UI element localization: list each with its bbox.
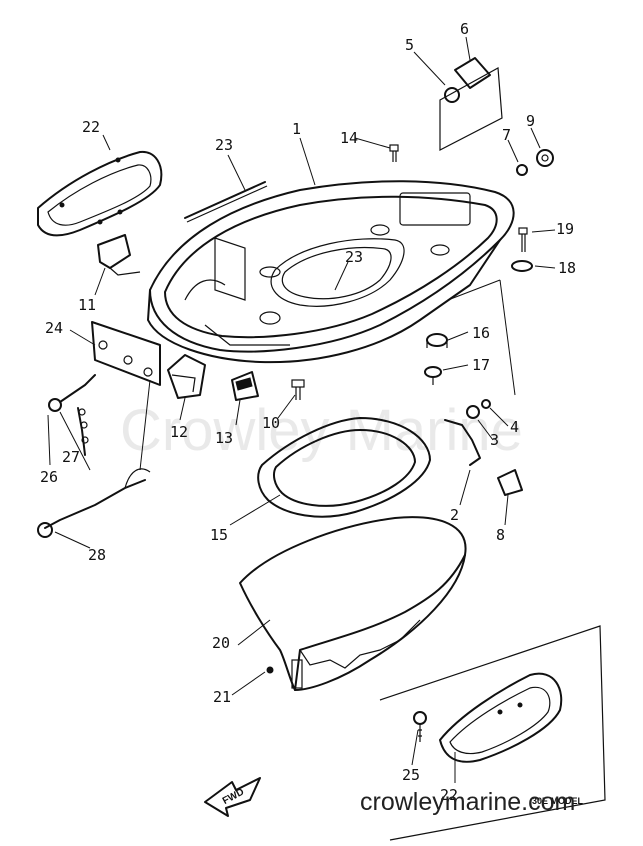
callout-10: 10 bbox=[262, 414, 280, 432]
grommet-block bbox=[231, 371, 259, 401]
wiring-harness bbox=[37, 374, 151, 538]
cover-plate-upper bbox=[37, 150, 163, 237]
callout-22-lower: 22 bbox=[440, 786, 458, 804]
fitting-parts bbox=[439, 57, 503, 151]
lower-cover bbox=[239, 516, 467, 691]
callout-16: 16 bbox=[472, 324, 490, 342]
callout-8: 8 bbox=[496, 526, 505, 544]
nut-9 bbox=[536, 149, 554, 167]
callout-1: 1 bbox=[292, 120, 301, 138]
switch-part bbox=[167, 354, 206, 399]
callout-6: 6 bbox=[460, 20, 469, 38]
callout-4: 4 bbox=[510, 418, 519, 436]
bolt-17 bbox=[424, 366, 442, 385]
grommet-16 bbox=[426, 333, 448, 348]
seal-gasket bbox=[257, 417, 431, 518]
callout-11: 11 bbox=[78, 296, 96, 314]
model-inset: 30E MODEL bbox=[379, 625, 606, 841]
callout-18: 18 bbox=[558, 259, 576, 277]
callout-25: 25 bbox=[402, 766, 420, 784]
washer-18 bbox=[511, 260, 533, 272]
callout-14: 14 bbox=[340, 129, 358, 147]
forward-arrow: FWD bbox=[204, 777, 261, 817]
label-plate bbox=[91, 321, 161, 386]
callout-26: 26 bbox=[40, 468, 58, 486]
callout-2: 2 bbox=[450, 506, 459, 524]
callout-20: 20 bbox=[212, 634, 230, 652]
callout-3: 3 bbox=[490, 431, 499, 449]
bottom-cowling bbox=[147, 180, 515, 364]
leader-lines bbox=[47, 36, 556, 783]
watermark-text: Crowley Marine bbox=[120, 398, 523, 463]
screw-7 bbox=[516, 164, 528, 176]
callout-5: 5 bbox=[405, 36, 414, 54]
lever-assembly bbox=[444, 399, 523, 496]
callout-19: 19 bbox=[556, 220, 574, 238]
callout-23-upper: 23 bbox=[215, 136, 233, 154]
callout-21: 21 bbox=[213, 688, 231, 706]
callout-12: 12 bbox=[170, 423, 188, 441]
callout-24: 24 bbox=[45, 319, 63, 337]
site-label: crowleymarine.com bbox=[360, 788, 575, 816]
callout-13: 13 bbox=[215, 429, 233, 447]
callout-7: 7 bbox=[502, 126, 511, 144]
callout-15: 15 bbox=[210, 526, 228, 544]
callouts: 1 2 3 4 5 6 7 8 9 10 11 12 13 14 15 16 1… bbox=[40, 20, 576, 804]
fwd-label: FWD bbox=[221, 787, 246, 807]
callout-9: 9 bbox=[526, 112, 535, 130]
callout-22-upper: 22 bbox=[82, 118, 100, 136]
callout-27: 27 bbox=[62, 448, 80, 466]
callout-28: 28 bbox=[88, 546, 106, 564]
callout-17: 17 bbox=[472, 356, 490, 374]
screw-19 bbox=[518, 227, 528, 252]
model-note: 30E MODEL bbox=[532, 796, 584, 806]
seal-strip-upper bbox=[184, 181, 266, 219]
callout-23-lower: 23 bbox=[345, 248, 363, 266]
bracket-part bbox=[97, 234, 141, 276]
screw-part bbox=[291, 379, 305, 400]
screw-14 bbox=[389, 144, 399, 162]
